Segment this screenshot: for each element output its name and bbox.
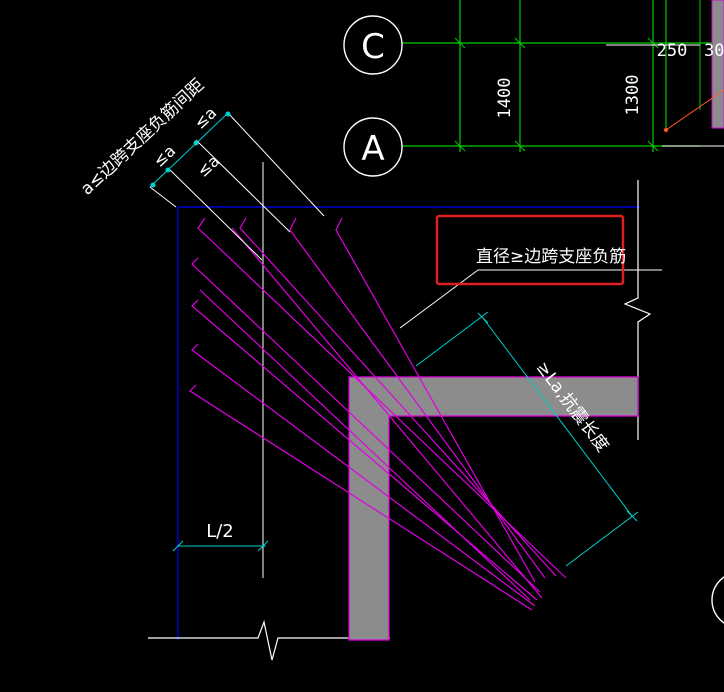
axis-bubble-c: C — [343, 15, 403, 75]
length-dimension — [415, 311, 639, 567]
axis-label-c: C — [361, 27, 385, 67]
dim-250-label: 250 — [657, 41, 688, 61]
half-span-label: L/2 — [206, 521, 234, 542]
diameter-leader — [399, 269, 662, 329]
radial-rebars — [189, 217, 567, 611]
highlight-box — [435, 214, 625, 286]
half-span-dimension — [172, 540, 269, 552]
axis-bubble-partial — [711, 576, 724, 624]
grid-axes — [402, 0, 724, 152]
spacing-dimension — [149, 111, 325, 261]
bottom-break-line — [148, 619, 390, 661]
axis-label-a: A — [361, 129, 384, 169]
axis-bubble-a: A — [343, 117, 403, 177]
diameter-note: 直径≥边跨支座负筋 — [476, 247, 626, 267]
dim-1300-label: 1300 — [623, 75, 643, 116]
dim-30-label: 30 — [704, 41, 724, 61]
spacing-a-label-2: ≤a — [190, 103, 220, 133]
spacing-a-label-3: ≤a — [193, 151, 223, 181]
spacing-note: a≤边跨支座负筋间距 — [77, 75, 208, 199]
spacing-a-label-1: ≤a — [149, 141, 179, 171]
right-wall-line — [623, 180, 652, 440]
dim-1400-label: 1400 — [495, 78, 515, 119]
slab-boundary — [177, 206, 640, 640]
